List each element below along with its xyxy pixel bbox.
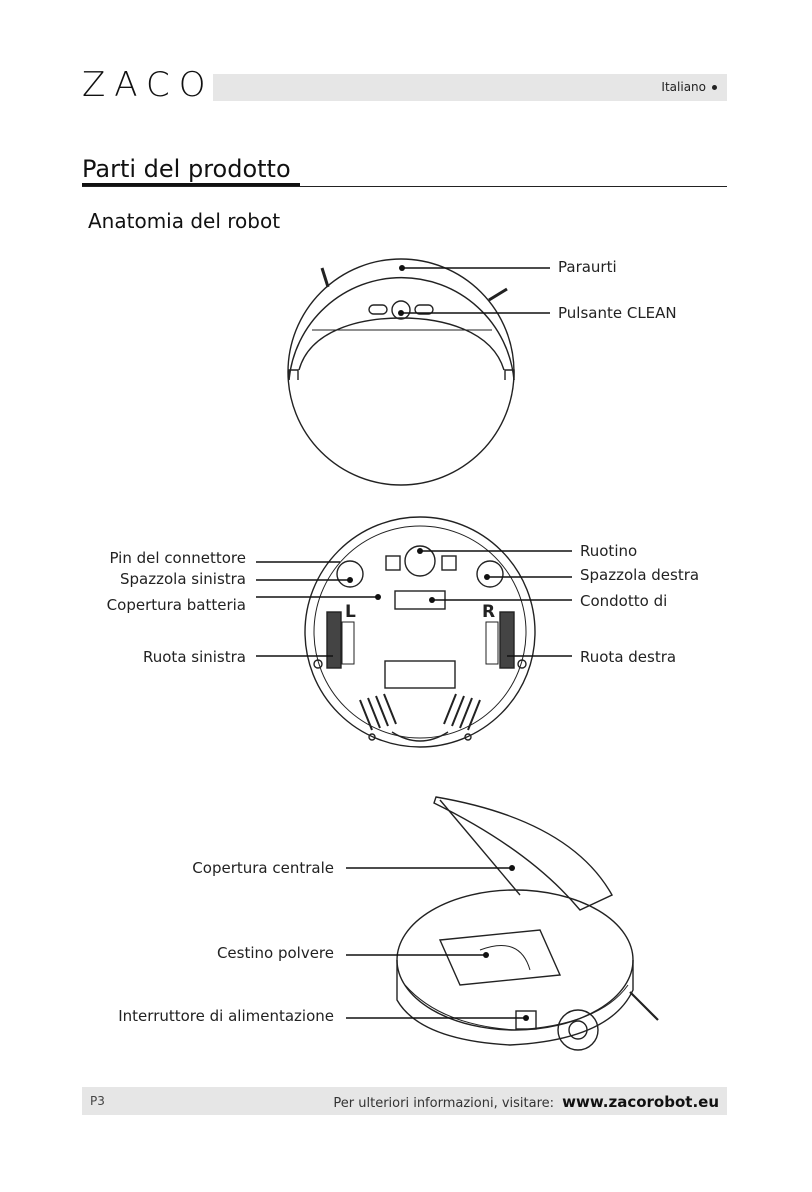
footer-bar: P3 Per ulteriori informazioni, visitare:… <box>82 1087 727 1115</box>
footer-text: Per ulteriori informazioni, visitare: <box>333 1096 555 1111</box>
label-spazzola-destra: Spazzola destra <box>580 566 700 584</box>
callout-lines <box>256 267 572 1019</box>
label-pulsante-clean: Pulsante CLEAN <box>558 304 677 322</box>
subsection-title: Anatomia del robot <box>88 209 281 233</box>
label-pin-connettore: Pin del connettore <box>109 549 246 567</box>
label-copertura-centrale: Copertura centrale <box>192 859 334 877</box>
left-wheel-mark: L <box>345 602 356 622</box>
footer-url-link[interactable]: www.zacorobot.eu <box>562 1093 719 1111</box>
label-copertura-batteria: Copertura batteria <box>106 596 246 614</box>
header-bar: Italiano <box>213 74 727 101</box>
label-interruttore-alimentazione: Interruttore di alimentazione <box>118 1007 334 1025</box>
brand-logo: ZACO <box>82 65 215 105</box>
label-cestino-polvere: Cestino polvere <box>216 944 334 962</box>
section-underline <box>82 183 300 186</box>
robot-open-view <box>396 796 659 1051</box>
robot-bottom-view <box>304 516 536 748</box>
page-number: P3 <box>90 1094 105 1108</box>
label-spazzola-sinistra: Spazzola sinistra <box>120 570 246 588</box>
section-title: Parti del prodotto <box>82 155 291 183</box>
robot-top-view <box>287 258 515 486</box>
footer-info: Per ulteriori informazioni, visitare: ww… <box>333 1093 719 1111</box>
section-rule <box>82 186 727 187</box>
label-ruota-destra: Ruota destra <box>580 648 677 666</box>
language-label: Italiano <box>661 80 717 94</box>
label-ruota-sinistra: Ruota sinistra <box>143 648 246 666</box>
label-condotto: Condotto di <box>580 592 668 610</box>
right-wheel-mark: R <box>482 602 495 622</box>
label-ruotino: Ruotino <box>580 542 638 560</box>
label-paraurti: Paraurti <box>558 258 617 276</box>
